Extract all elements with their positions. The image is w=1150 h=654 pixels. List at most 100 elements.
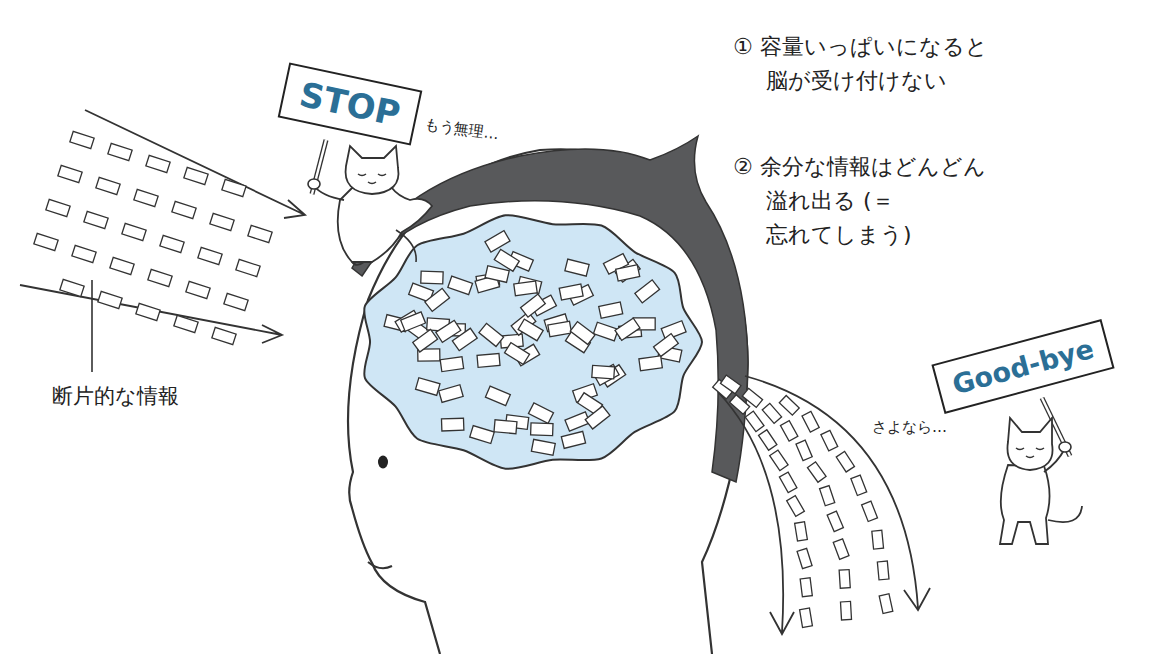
cat-face (1016, 448, 1044, 458)
sign-text: STOP (296, 74, 404, 134)
info-fragment (531, 423, 553, 436)
info-fragment (212, 327, 236, 344)
cat-body (338, 188, 432, 262)
sign-text: Good-bye (949, 332, 1097, 399)
info-fragment (821, 430, 838, 451)
cat-face (358, 174, 386, 184)
info-fragment (470, 426, 495, 444)
numbered-note: ① 容量いっぱいになると 脳が受け付けない (733, 30, 1033, 98)
info-fragment (416, 378, 440, 396)
info-fragment (851, 475, 867, 495)
info-fragment (184, 167, 208, 184)
info-fragment (160, 235, 184, 252)
hair-band (352, 136, 748, 482)
cat-paw (308, 179, 320, 189)
info-fragment (186, 281, 210, 298)
info-fragment (654, 334, 679, 357)
info-fragment (565, 259, 589, 276)
cat-head (346, 146, 399, 194)
info-fragment (840, 601, 851, 620)
info-fragment (780, 421, 797, 442)
info-fragment (425, 288, 450, 311)
info-fragment (787, 496, 805, 517)
arrow (20, 285, 282, 343)
info-fragment (800, 578, 812, 597)
info-fragment (98, 291, 122, 308)
info-fragment (548, 321, 572, 337)
info-fragment (742, 388, 762, 407)
info-fragment (477, 354, 500, 368)
info-fragment (779, 472, 797, 493)
info-fragment (820, 486, 835, 506)
cat-paw (1059, 442, 1071, 452)
info-fragment (639, 356, 662, 371)
info-fragment (440, 357, 463, 372)
info-fragment (802, 411, 819, 432)
speech-text: さよなら… (872, 416, 972, 439)
info-fragment (839, 570, 850, 589)
info-fragment (531, 439, 555, 455)
info-fragment (46, 199, 70, 216)
annotation: 断片的な情報 (52, 380, 252, 413)
info-fragment (134, 189, 158, 206)
info-fragment (84, 211, 108, 228)
info-fragment (122, 223, 146, 240)
info-fragment (593, 322, 618, 341)
info-fragment (599, 302, 623, 318)
info-fragment (879, 594, 893, 614)
cat-leg (352, 230, 416, 265)
info-fragment (174, 315, 198, 332)
cat (1000, 398, 1082, 544)
info-fragment (401, 312, 426, 331)
info-fragment (146, 155, 170, 172)
info-fragment (836, 451, 854, 472)
info-fragment (559, 284, 583, 300)
info-fragment (108, 143, 132, 160)
info-fragment (872, 530, 884, 549)
info-fragment (248, 225, 272, 242)
cat-tail (1048, 506, 1082, 522)
info-fragment (60, 279, 84, 296)
eye (378, 456, 388, 469)
info-fragment (58, 165, 82, 182)
stop-sign: STOP (278, 62, 423, 145)
info-fragment (770, 450, 788, 471)
info-fragment (413, 329, 438, 352)
info-fragment (615, 318, 640, 340)
outgoing-information (718, 376, 930, 634)
arrow (745, 376, 930, 610)
info-fragment (236, 259, 260, 276)
cat (308, 140, 432, 265)
info-fragment (514, 281, 537, 296)
info-fragment (521, 294, 546, 317)
fragments (34, 131, 893, 627)
info-fragment (448, 276, 473, 295)
info-fragment (148, 269, 172, 286)
info-fragment (439, 385, 463, 403)
info-fragment (224, 293, 248, 310)
cat-body (1000, 465, 1050, 544)
info-fragment (198, 247, 222, 264)
info-fragment (759, 430, 777, 451)
leader-line (91, 280, 93, 372)
info-fragment (528, 403, 553, 424)
info-fragment (479, 323, 504, 346)
info-fragment (421, 271, 443, 284)
info-fragment (570, 322, 595, 345)
info-fragment (796, 440, 812, 460)
info-fragment (485, 386, 510, 406)
mouth (368, 562, 392, 568)
info-fragment (172, 201, 196, 218)
info-fragment (70, 131, 94, 148)
info-fragment (210, 213, 234, 230)
info-fragment (762, 403, 781, 423)
info-fragment (561, 431, 585, 448)
info-fragment (96, 177, 120, 194)
info-fragment (635, 280, 660, 303)
info-fragment (807, 462, 826, 482)
goodbye-sign: Good-bye (931, 319, 1114, 414)
info-fragment (585, 406, 610, 429)
info-fragment (452, 328, 477, 350)
info-fragment (877, 561, 889, 580)
